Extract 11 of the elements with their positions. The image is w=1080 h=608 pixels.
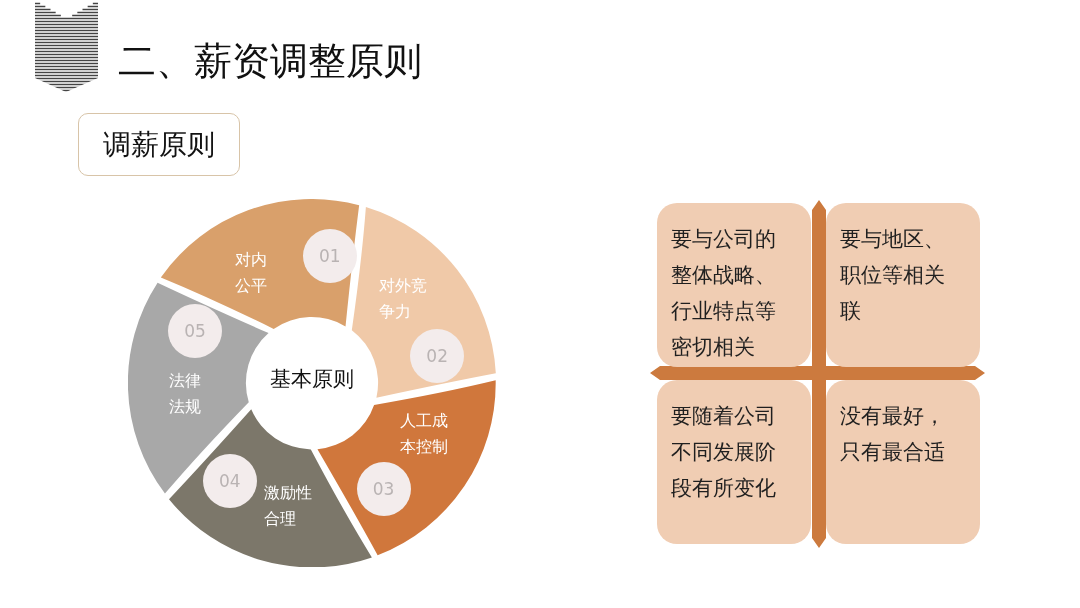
heading-box: 调薪原则 bbox=[78, 113, 240, 176]
quadrant-card: 要随着公司不同发展阶段有所变化 bbox=[657, 380, 811, 544]
title: 二、薪资调整原则 bbox=[118, 38, 422, 85]
quadrant-card: 要与地区、职位等相关联 bbox=[826, 203, 980, 367]
segment-label: 对外竞争力 bbox=[378, 275, 428, 324]
segment-label: 激励性合理 bbox=[264, 482, 314, 531]
segment-label: 人工成本控制 bbox=[400, 409, 450, 458]
segment-label: 法律法规 bbox=[169, 369, 203, 418]
quadrant-card: 没有最好，只有最合适 bbox=[826, 380, 980, 544]
segment-label: 对内公平 bbox=[235, 248, 269, 297]
quadrant-card: 要与公司的整体战略、行业特点等密切相关 bbox=[657, 203, 811, 367]
